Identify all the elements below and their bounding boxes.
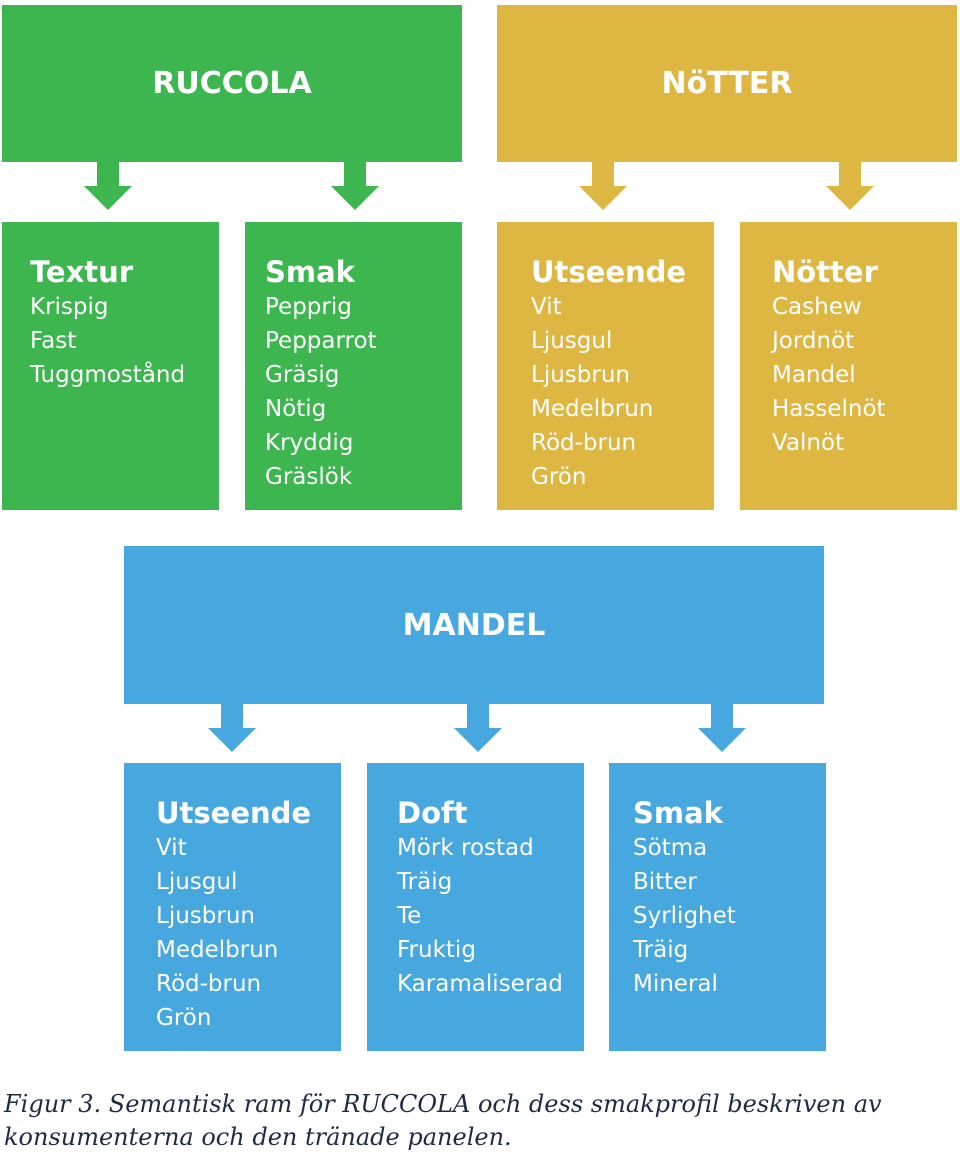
card-item: Valnöt <box>772 430 845 456</box>
card-item: Cashew <box>772 294 862 320</box>
card-item: Ljusgul <box>531 328 613 354</box>
card-item: Mörk rostad <box>397 835 534 861</box>
ruccola-textur-card: Textur Krispig Fast Tuggmostånd <box>2 222 219 510</box>
card-item: Ljusbrun <box>531 362 630 388</box>
card-item: Fruktig <box>397 937 476 963</box>
card-item: Medelbrun <box>156 937 279 963</box>
mandel-utseende-card: Utseende Vit Ljusgul Ljusbrun Medelbrun … <box>124 763 341 1051</box>
caption-line: Figur 3. Semantisk ram för RUCCOLA och d… <box>4 1090 882 1118</box>
card-item: Syrlighet <box>633 903 736 929</box>
card-item: Pepprig <box>265 294 352 320</box>
card-item: Vit <box>156 835 187 861</box>
card-item: Te <box>397 903 422 929</box>
card-item: Krispig <box>30 294 109 320</box>
card-item: Fast <box>30 328 77 354</box>
card-item: Medelbrun <box>531 396 654 422</box>
arrow-icon <box>84 162 132 210</box>
mandel-doft-card: Doft Mörk rostad Träig Te Fruktig Karama… <box>367 763 584 1051</box>
card-item: Mandel <box>772 362 856 388</box>
arrow-icon <box>454 704 502 752</box>
mandel-header-label: MANDEL <box>402 607 546 643</box>
card-item: Mineral <box>633 971 718 997</box>
ruccola-smak-card: Smak Pepprig Pepparrot Gräsig Nötig Kryd… <box>245 222 462 510</box>
card-item: Kryddig <box>265 430 354 456</box>
card-title: Utseende <box>156 796 312 830</box>
card-title: Textur <box>30 255 134 289</box>
ruccola-header-label: RUCCOLA <box>152 66 312 101</box>
card-title: Doft <box>397 796 468 830</box>
mandel-header-box: MANDEL <box>124 546 824 704</box>
card-item: Ljusbrun <box>156 903 255 929</box>
notter-header-label: NöTTER <box>661 66 793 101</box>
card-item: Karamaliserad <box>397 971 563 997</box>
card-item: Tuggmostånd <box>30 362 186 388</box>
card-item: Bitter <box>633 869 697 895</box>
figure-caption: Figur 3. Semantisk ram för RUCCOLA och d… <box>4 1088 954 1154</box>
mandel-smak-card: Smak Sötma Bitter Syrlighet Träig Minera… <box>609 763 826 1051</box>
card-item: Grön <box>531 464 587 490</box>
card-item: Gräslök <box>265 464 353 490</box>
card-item: Pepparrot <box>265 328 377 354</box>
card-title: Nötter <box>772 255 878 289</box>
ruccola-header-box: RUCCOLA <box>2 5 462 162</box>
card-item: Röd-brun <box>531 430 637 456</box>
card-item: Röd-brun <box>156 971 262 997</box>
notter-notter-card: Nötter Cashew Jordnöt Mandel Hasselnöt V… <box>740 222 957 510</box>
arrow-icon <box>331 162 379 210</box>
card-item: Vit <box>531 294 562 320</box>
card-item: Träig <box>633 937 689 963</box>
card-title: Smak <box>265 255 355 289</box>
card-title: Smak <box>633 796 723 830</box>
card-title: Utseende <box>531 255 687 289</box>
card-item: Grön <box>156 1005 212 1031</box>
card-item: Jordnöt <box>772 328 855 354</box>
arrow-icon <box>208 704 256 752</box>
notter-utseende-card: Utseende Vit Ljusgul Ljusbrun Medelbrun … <box>497 222 714 510</box>
card-item: Ljusgul <box>156 869 238 895</box>
arrow-icon <box>579 162 627 210</box>
notter-header-box: NöTTER <box>497 5 957 162</box>
card-item: Sötma <box>633 835 708 861</box>
caption-line: konsumenterna och den tränade panelen. <box>4 1123 512 1151</box>
arrow-icon <box>698 704 746 752</box>
card-item: Träig <box>397 869 453 895</box>
card-item: Gräsig <box>265 362 340 388</box>
card-item: Hasselnöt <box>772 396 886 422</box>
arrow-icon <box>826 162 874 210</box>
card-item: Nötig <box>265 396 327 422</box>
